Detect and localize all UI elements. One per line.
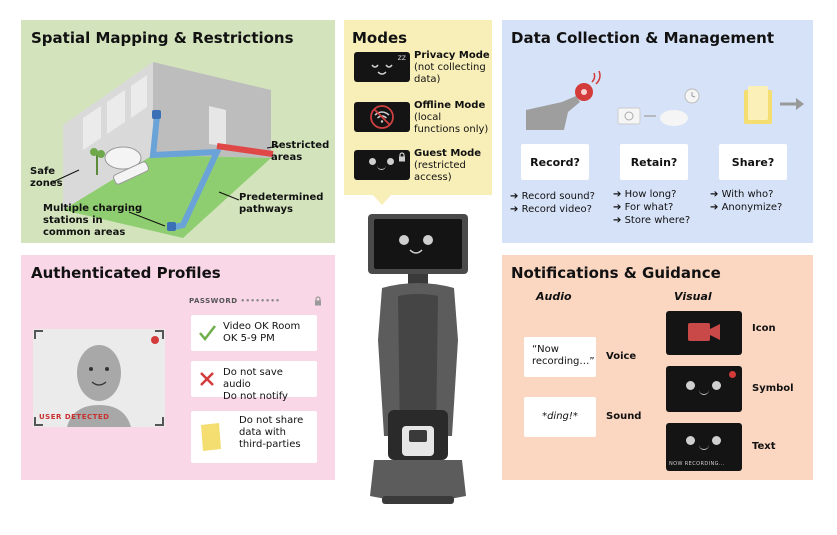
wifi-off-icon	[370, 105, 394, 129]
right-eye-icon	[387, 158, 394, 165]
audio-heading: Audio	[536, 290, 572, 303]
no-audio-text: Do not save audio Do not notify	[223, 367, 313, 403]
recording-dot-icon	[729, 371, 736, 378]
list-item: ➔ With who?	[710, 189, 774, 200]
predetermined-pathways-label: Predetermined pathways	[239, 192, 324, 215]
smile-icon	[377, 165, 386, 170]
modes-pointer	[372, 194, 392, 205]
user-silhouette-icon	[34, 330, 164, 427]
no-audio-card: Do not save audio Do not notify	[191, 361, 317, 402]
video-ok-card: Video OK Room OK 5-9 PM	[191, 315, 317, 351]
voice-label: Voice	[606, 351, 637, 362]
offline-mode-screen	[354, 102, 410, 132]
icon-label: Icon	[752, 323, 776, 334]
guest-mode-text: Guest Mode (restricted access)	[414, 148, 490, 184]
video-ok-text: Video OK Room OK 5-9 PM	[223, 321, 301, 344]
profiles-panel: Authenticated Profiles PASSWORD ••••••••…	[21, 255, 335, 480]
padlock-icon	[315, 296, 321, 306]
sound-text: *ding!*	[542, 411, 578, 422]
spatial-mapping-title: Spatial Mapping & Restrictions	[31, 29, 294, 47]
guest-mode-screen	[354, 150, 410, 180]
retain-label: Retain?	[630, 155, 678, 169]
data-flow-illustration	[526, 70, 804, 130]
visual-heading: Visual	[674, 290, 712, 303]
share-card: Share?	[719, 144, 787, 180]
text-label: Text	[752, 441, 776, 452]
user-detected-text: USER DETECTED	[39, 413, 110, 421]
smile-icon	[699, 390, 709, 395]
privacy-mode-screen: zz	[354, 52, 410, 82]
cross-icon	[200, 372, 214, 386]
symbol-label: Symbol	[752, 383, 794, 394]
record-label: Record?	[530, 155, 580, 169]
video-camera-icon	[688, 323, 720, 341]
right-eye-icon	[712, 381, 721, 390]
smile-icon	[699, 445, 709, 450]
privacy-mode-text: Privacy Mode (not collecting data)	[414, 50, 490, 86]
restricted-areas-label: Restricted areas	[271, 140, 330, 163]
voice-card: “Now recording…”	[524, 337, 596, 377]
notifications-panel: Notifications & Guidance Audio Visual “N…	[502, 255, 813, 480]
now-recording-text: NOW RECORDING...	[669, 461, 725, 467]
list-item: ➔ Anonymize?	[710, 202, 783, 213]
record-list: ➔ Record sound? ➔ Record video?	[510, 190, 595, 216]
offline-mode-name: Offline Mode	[414, 100, 486, 111]
data-collection-panel: Data Collection & Management Record? Ret…	[502, 20, 813, 243]
spatial-mapping-panel: Spatial Mapping & Restrictions Restricte…	[21, 20, 335, 243]
left-eye-icon	[369, 158, 376, 165]
password-field: PASSWORD ••••••••	[189, 297, 280, 305]
document-icon	[201, 423, 221, 451]
list-item: ➔ Record video?	[510, 204, 592, 215]
robot-illustration	[368, 214, 468, 504]
voice-text: “Now recording…”	[532, 344, 595, 367]
list-item: ➔ For what?	[613, 202, 674, 213]
left-eye-icon	[686, 381, 695, 390]
right-eye-icon	[712, 436, 721, 445]
list-item: ➔ Store where?	[613, 215, 691, 226]
camera-view: USER DETECTED	[33, 329, 165, 427]
sound-card: *ding!*	[524, 397, 596, 437]
charging-stations-label: Multiple charging stations in common are…	[43, 203, 143, 238]
offline-mode-text: Offline Mode (local functions only)	[414, 100, 490, 136]
no-audio-line2: Do not notify	[223, 391, 288, 402]
share-label: Share?	[731, 155, 775, 169]
room-illustration	[52, 62, 280, 238]
sleeping-face-icon	[371, 64, 393, 75]
no-share-card: Do not share data with third-parties	[191, 411, 317, 463]
offline-mode-desc: (local functions only)	[414, 112, 489, 135]
privacy-mode-name: Privacy Mode	[414, 50, 490, 61]
password-dots: ••••••••	[240, 297, 281, 305]
retain-list: ➔ How long? ➔ For what? ➔ Store where?	[613, 188, 690, 227]
checkmark-icon	[199, 325, 216, 341]
left-eye-icon	[686, 436, 695, 445]
sound-label: Sound	[606, 411, 642, 422]
password-label: PASSWORD	[189, 297, 238, 305]
list-item: ➔ Record sound?	[510, 191, 595, 202]
icon-screen	[666, 311, 742, 355]
no-audio-line1: Do not save audio	[223, 367, 283, 390]
lock-icon	[399, 152, 405, 162]
modes-title: Modes	[352, 29, 408, 47]
data-collection-title: Data Collection & Management	[511, 29, 774, 47]
guest-mode-desc: (restricted access)	[414, 160, 466, 183]
notifications-title: Notifications & Guidance	[511, 264, 721, 282]
no-share-text: Do not share data with third-parties	[239, 415, 304, 450]
modes-panel: Modes zz Privacy Mode (not collecting da…	[344, 20, 492, 195]
text-screen: NOW RECORDING...	[666, 423, 742, 471]
retain-card: Retain?	[620, 144, 688, 180]
symbol-screen	[666, 366, 742, 412]
record-card: Record?	[521, 144, 589, 180]
safe-zones-label: Safe zones	[30, 166, 63, 189]
privacy-zz-text: zz	[397, 53, 406, 62]
privacy-mode-desc: (not collecting data)	[414, 62, 486, 85]
guest-mode-name: Guest Mode	[414, 148, 482, 159]
profiles-title: Authenticated Profiles	[31, 264, 221, 282]
share-list: ➔ With who? ➔ Anonymize?	[710, 188, 782, 214]
list-item: ➔ How long?	[613, 189, 677, 200]
